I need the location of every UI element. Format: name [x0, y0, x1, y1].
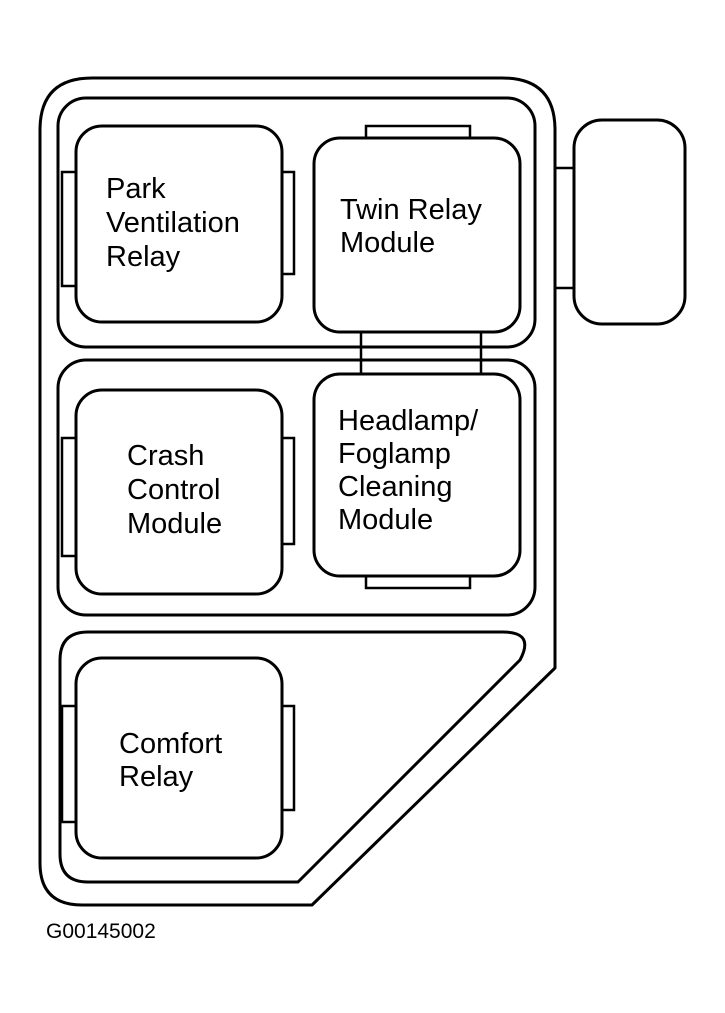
- twin-relay-module: Twin Relay Module: [312, 124, 522, 334]
- comfort-relay-body: [74, 656, 284, 860]
- headlamp-foglamp-cleaning-module-label-line-1: Headlamp/: [338, 405, 479, 437]
- twin-relay-module-label: Twin Relay Module: [340, 194, 490, 259]
- headlamp-foglamp-cleaning-module-body: [312, 372, 522, 578]
- park-ventilation-relay-body: [74, 124, 284, 324]
- crash-control-module-label-line-1: Crash: [127, 440, 204, 472]
- headlamp-foglamp-cleaning-module-label-line-4: Module: [338, 504, 433, 536]
- crash-control-module-label: Crash Control Module: [127, 440, 229, 540]
- figure-code: G00145002: [46, 920, 156, 943]
- park-ventilation-relay-label: Park Ventilation Relay: [106, 173, 248, 273]
- comfort-relay: Comfort Relay: [60, 656, 296, 860]
- comfort-relay-label-line-2: Relay: [119, 761, 194, 793]
- crash-control-module-body: [74, 388, 284, 596]
- crash-control-module-label-line-3: Module: [127, 508, 222, 540]
- crash-control-module-right-tab: [280, 436, 296, 546]
- park-ventilation-relay-label-line-2: Ventilation: [106, 207, 240, 239]
- park-ventilation-relay-label-line-1: Park: [106, 173, 166, 205]
- headlamp-foglamp-cleaning-module-label: Headlamp/ Foglamp Cleaning Module: [338, 405, 486, 536]
- headlamp-foglamp-cleaning-module: Headlamp/ Foglamp Cleaning Module: [312, 372, 522, 590]
- headlamp-foglamp-cleaning-module-label-line-2: Foglamp: [338, 438, 451, 470]
- crash-control-module: Crash Control Module: [60, 388, 296, 596]
- crash-control-module-label-line-2: Control: [127, 474, 221, 506]
- twin-relay-module-label-line-1: Twin Relay: [340, 194, 482, 226]
- twin-relay-module-body: [312, 136, 522, 334]
- side-connector-block: [572, 118, 687, 326]
- park-ventilation-relay-right-tab: [280, 170, 296, 276]
- comfort-relay-right-tab: [280, 704, 296, 812]
- comfort-relay-label: Comfort Relay: [119, 728, 230, 793]
- park-ventilation-relay: Park Ventilation Relay: [60, 124, 296, 324]
- park-ventilation-relay-label-line-3: Relay: [106, 241, 181, 273]
- comfort-relay-label-line-1: Comfort: [119, 728, 222, 760]
- headlamp-foglamp-cleaning-module-label-line-3: Cleaning: [338, 471, 452, 503]
- twin-relay-module-label-line-2: Module: [340, 227, 435, 259]
